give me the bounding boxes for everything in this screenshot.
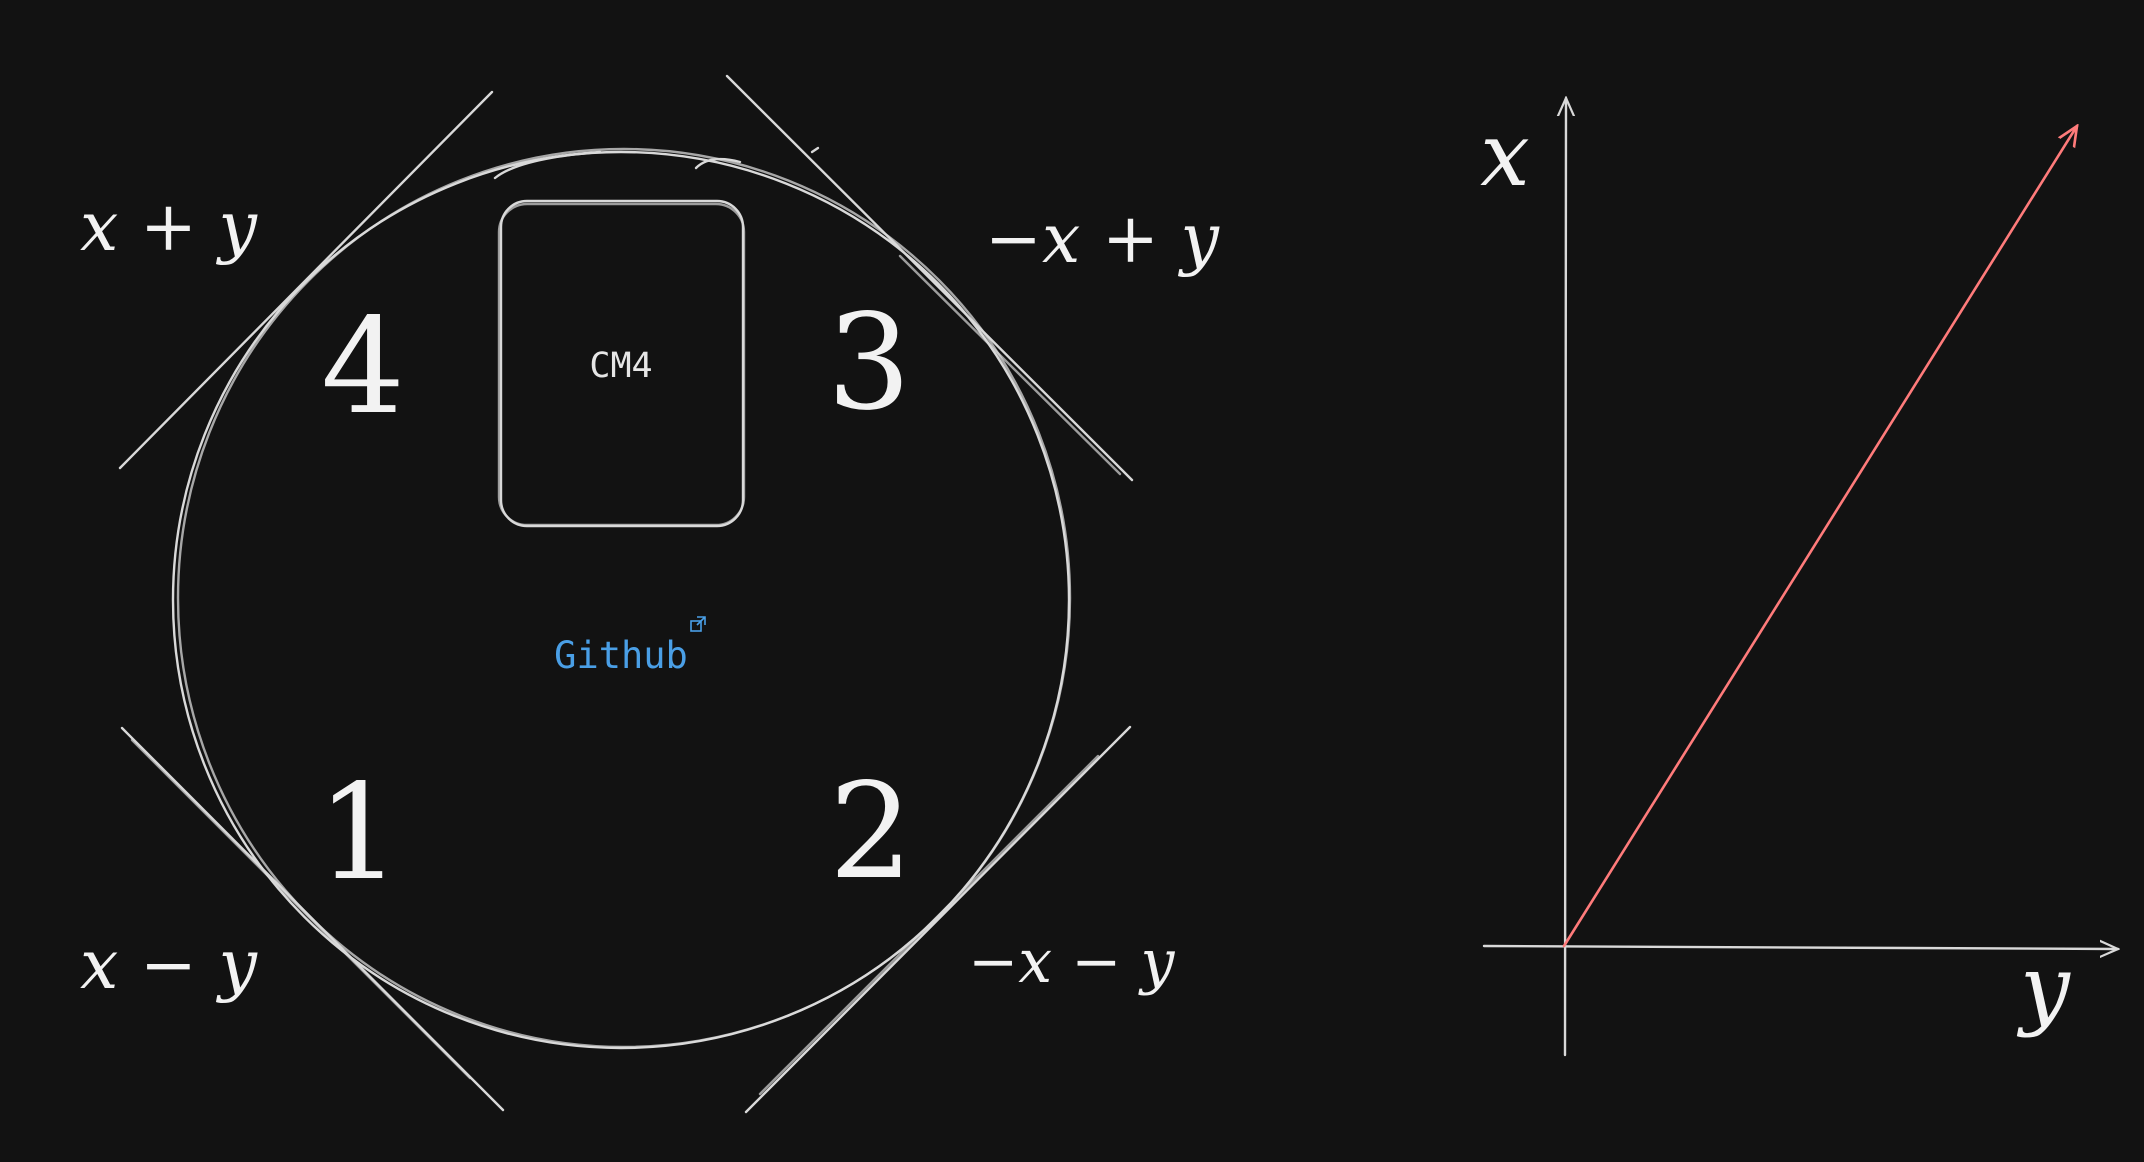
wheel-formula-1: x − y (80, 926, 259, 1005)
velocity-vector (1562, 126, 2077, 948)
quadrant-number-3: 3 (827, 286, 911, 440)
axes-diagram: x y (1480, 98, 2118, 1057)
wheel-line-2 (744, 725, 1132, 1114)
github-link[interactable]: Github (554, 616, 706, 677)
external-link-icon (690, 616, 706, 632)
quadrant-number-4: 4 (321, 290, 405, 444)
github-link-label[interactable]: Github (554, 634, 688, 677)
vertical-axis-label: x (1480, 103, 1530, 206)
wheel-formula-4: x + y (80, 188, 259, 267)
cm4-module: CM4 (497, 199, 746, 528)
robot-body-circle (171, 146, 1072, 1050)
wheel-formula-2: −x − y (968, 927, 1176, 997)
vertical-axis (1565, 98, 1566, 1057)
wheel-diagram: CM4 Github 4 3 1 2 x + y −x + y x − y −x… (80, 74, 1221, 1114)
quadrant-number-2: 2 (829, 755, 913, 909)
quadrant-number-1: 1 (317, 756, 401, 910)
wheel-line-3 (725, 74, 1134, 482)
horizontal-axis (1482, 946, 2118, 949)
horizontal-axis-label: y (2016, 936, 2071, 1039)
wheel-line-1 (120, 726, 505, 1112)
wheel-formula-3: −x + y (985, 200, 1221, 279)
cm4-label: CM4 (589, 346, 652, 386)
wheel-line-4 (118, 90, 494, 470)
